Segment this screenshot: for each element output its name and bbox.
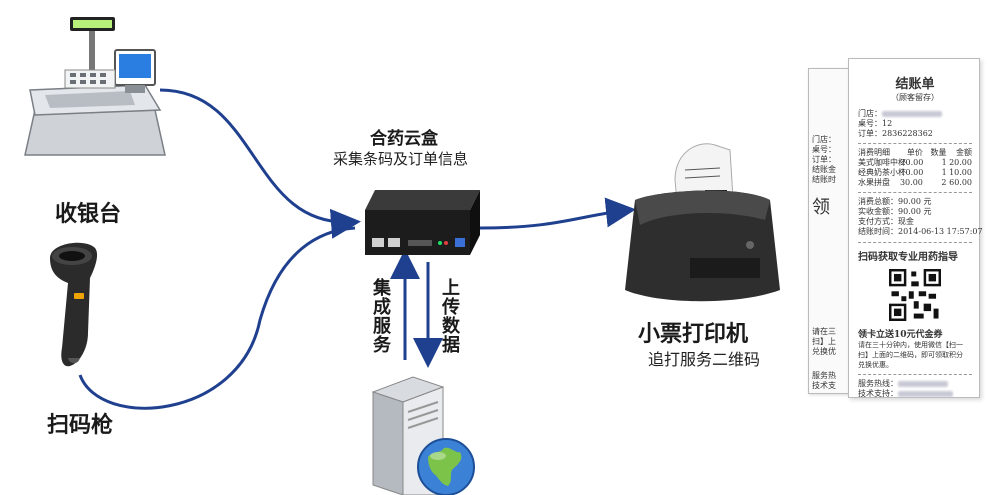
receipt-time-row: 结账时间：2014-06-13 17:57:07	[858, 227, 983, 236]
receipt-items-header: 消费明细 单价 数量 金额	[858, 148, 973, 157]
scanner-label: 扫码枪	[47, 413, 114, 438]
receipt-support-row: 技术支持：	[858, 389, 972, 399]
receipt-coupon-heading: 领卡立送10元代金券	[858, 330, 943, 340]
printer-subtitle: 追打服务二维码	[648, 350, 761, 369]
receipt-store-row: 门店：	[858, 109, 972, 119]
receipt-printer-icon	[625, 143, 780, 302]
back-receipt-bottom-line: 兑换优	[812, 347, 836, 356]
back-receipt-bottom-line: 请在三	[812, 327, 836, 336]
receipt-total-row: 消费总额：90.00 元	[858, 197, 932, 206]
back-receipt-fragment: 领	[812, 197, 830, 218]
receipt-order-row: 订单：2836228362	[858, 129, 933, 138]
back-receipt-bottom-line: 扫】上	[812, 337, 836, 346]
cash-register-icon	[24, 17, 166, 156]
receipt-title: 结账单	[895, 77, 935, 92]
receipt-paid-row: 实收金额：90.00 元	[858, 207, 932, 216]
box-to-printer-connector	[479, 197, 636, 230]
receipt-qr-heading: 扫码获取专业用药指导	[858, 252, 958, 263]
cloud-box-device-icon	[365, 190, 480, 255]
back-receipt-line: 门店：	[812, 135, 836, 144]
receipt-note-line: 请在三十分钟内，使用微信【扫一	[858, 341, 963, 349]
receipt-note-line: 兑换优惠。	[858, 361, 893, 369]
back-receipt-service-line: 服务热	[812, 371, 836, 380]
receipt-note-line: 扫】上面的二维码，即可领取积分	[858, 351, 963, 359]
cashier-to-box-connector	[159, 88, 361, 239]
receipt-item-row: 美式咖啡中杯 20.00 1 20.00	[858, 158, 972, 167]
receipt-item-row: 经典奶茶小杯 10.00 1 10.00	[858, 168, 972, 177]
back-receipt-line: 结账时	[812, 175, 836, 184]
cashier-label: 收银台	[55, 202, 122, 227]
cloud-box-subtitle: 采集条码及订单信息	[333, 150, 469, 168]
front-receipt: 结账单 （顾客留存） 门店： 桌号：12 订单：2836228362 消费明细 …	[848, 58, 983, 399]
integration-service-label: 集成服务	[370, 278, 391, 354]
server-globe-icon	[371, 376, 475, 495]
receipt-hotline-row: 服务热线：	[858, 379, 972, 389]
printer-title: 小票打印机	[638, 322, 749, 347]
receipt-item-row: 水果拼盘 30.00 2 60.00	[858, 178, 973, 187]
upload-data-label: 上传数据	[439, 278, 460, 354]
back-receipt-line: 结账金	[812, 165, 836, 174]
scanner-to-box-connector	[78, 226, 356, 410]
barcode-scanner-icon	[50, 242, 98, 367]
receipt-subtitle: （顾客留存）	[891, 93, 939, 102]
cloud-box-title: 合药云盒	[370, 129, 438, 149]
qr-code-icon	[889, 269, 941, 321]
back-receipt-line: 桌号：	[812, 145, 836, 154]
back-receipt-service-line: 技术支	[812, 381, 836, 390]
back-receipt-line: 订单：	[812, 155, 836, 164]
receipt-pay-method-row: 支付方式：现金	[858, 217, 914, 226]
receipt-table-row: 桌号：12	[858, 119, 893, 128]
